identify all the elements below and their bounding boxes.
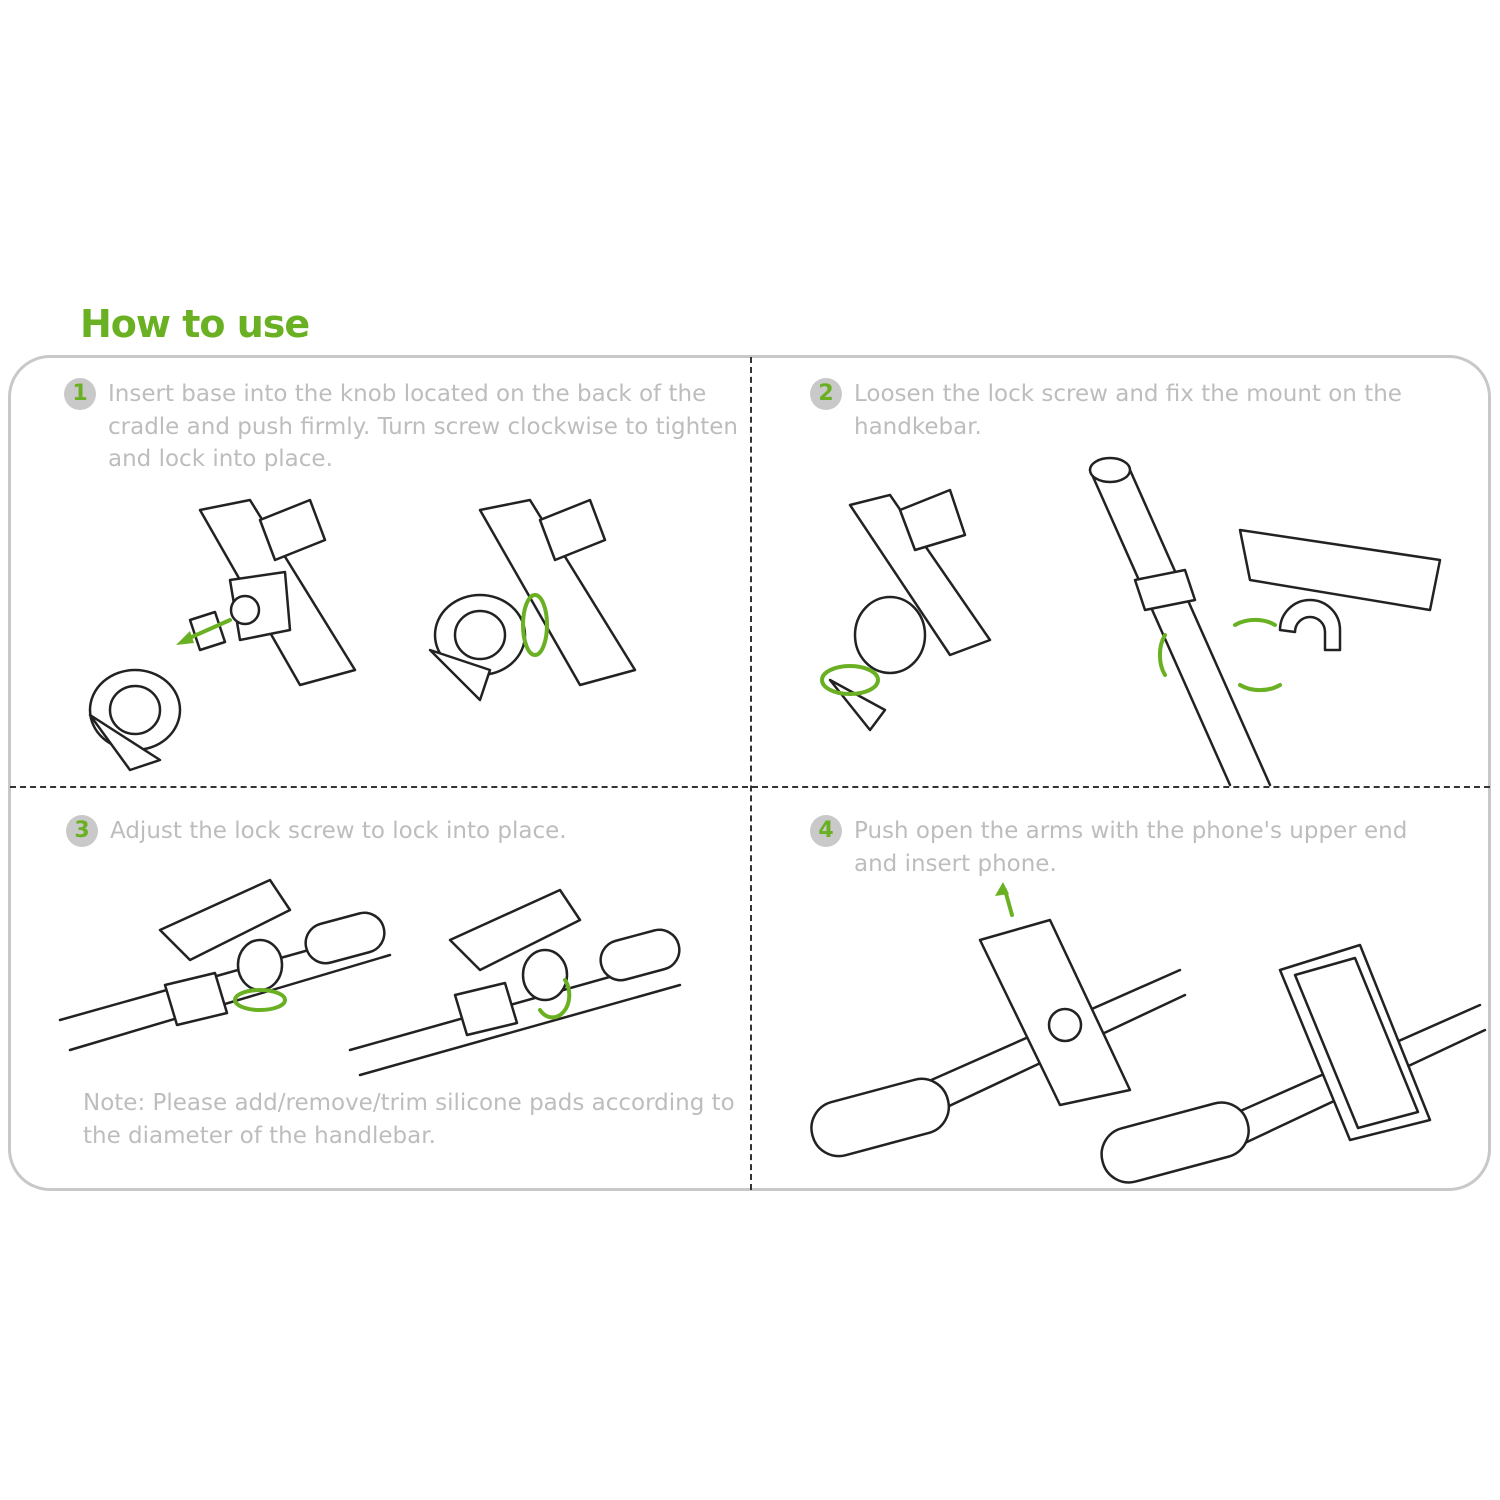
step-text: Adjust the lock screw to lock into place… <box>110 818 567 844</box>
step-3: 3 Adjust the lock screw to lock into pla… <box>66 815 726 848</box>
page-title: How to use <box>80 302 310 346</box>
handlebar-vertical <box>1088 468 1272 787</box>
step-2: 2 Loosen the lock screw and fix the moun… <box>810 378 1410 443</box>
step-text: Insert base into the knob located on the… <box>108 381 738 472</box>
step-4: 4 Push open the arms with the phone's up… <box>810 815 1430 880</box>
horizontal-divider <box>10 786 1490 788</box>
step-1-illustration <box>88 498 637 772</box>
step-2-illustration <box>820 456 1442 787</box>
instructions-frame <box>8 355 1491 1191</box>
open-cradle <box>1238 528 1442 612</box>
step-number-badge: 1 <box>64 378 96 410</box>
vertical-divider <box>750 357 752 1190</box>
step-3-illustration <box>58 878 682 1077</box>
cradle-illustration <box>198 498 357 687</box>
note-text: Note: Please add/remove/trim silicone pa… <box>83 1090 735 1149</box>
step-number-badge: 4 <box>810 815 842 847</box>
assembled-cradle-illustration <box>428 498 637 702</box>
step-4-illustration <box>810 882 1487 1184</box>
step-text: Push open the arms with the phone's uppe… <box>854 818 1408 877</box>
step-text: Loosen the lock screw and fix the mount … <box>854 381 1402 440</box>
step-number-badge: 2 <box>810 378 842 410</box>
step-number-badge: 3 <box>66 815 98 847</box>
step-1: 1 Insert base into the knob located on t… <box>64 378 754 476</box>
